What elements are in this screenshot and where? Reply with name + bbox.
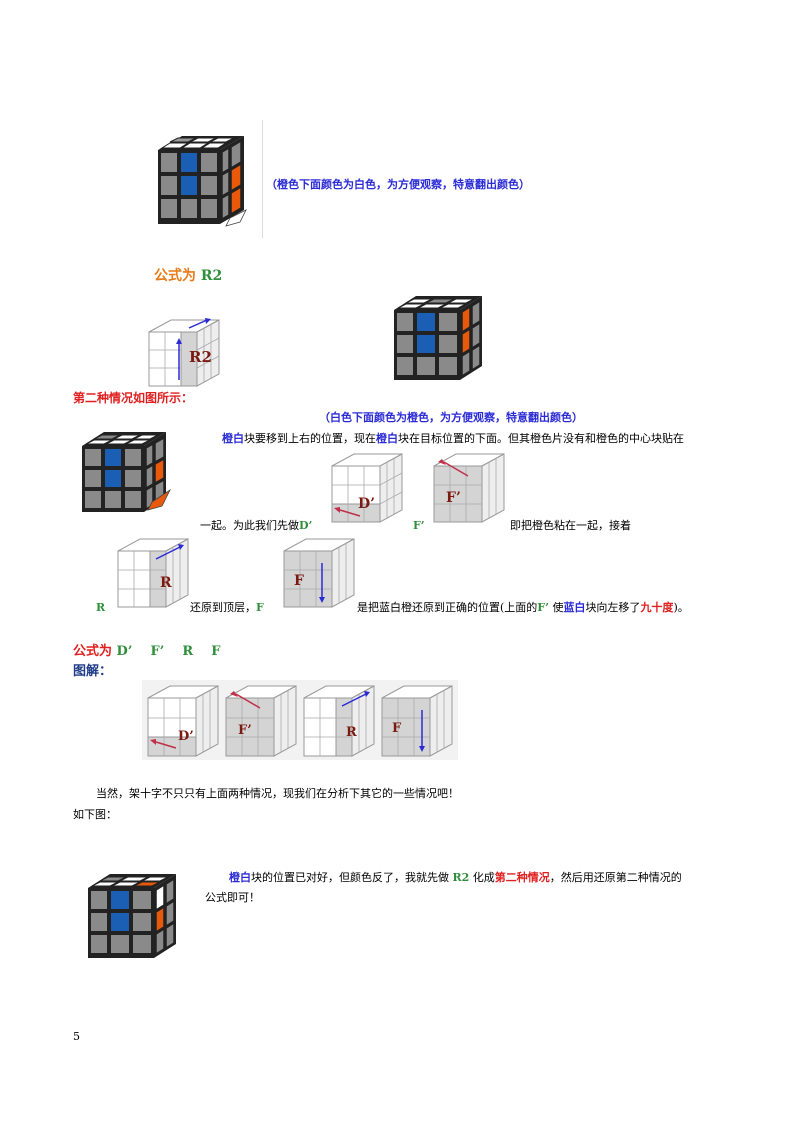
move-f-prime: F’ — [413, 519, 425, 532]
formula-1-move: R2 — [200, 268, 223, 284]
strip-d-prime: D’ — [147, 685, 219, 757]
r-label: R — [160, 575, 172, 591]
ninety-degrees: 九十度 — [640, 601, 674, 614]
paragraph-2-part-1: 一起。为此我们先做D’ — [200, 519, 312, 533]
formula-2-move-4: F — [211, 644, 221, 659]
cube-photo-4 — [84, 868, 180, 960]
f-label: F — [294, 573, 304, 589]
paragraph-3-text-1: 还原到顶层， — [190, 601, 256, 614]
paragraph-1-text-2: 块在目标位置的下面。但其橙色片没有和橙色的中心块贴在 — [398, 432, 684, 445]
move-d-prime: D’ — [299, 519, 313, 532]
move-f: F — [256, 601, 264, 614]
strip-f-label: F — [392, 721, 402, 736]
f-prime-label: F’ — [446, 490, 461, 506]
piece-orange-white-2: 橙白 — [376, 432, 398, 445]
divider-line — [262, 120, 263, 238]
paragraph-3-text-2: 是把蓝白橙还原到正确的位置(上面的 — [357, 601, 538, 614]
case-2-heading: 第二种情况如图所示： — [73, 391, 194, 405]
move-f-prime-2: F’ — [537, 601, 549, 614]
strip-r-label: R — [346, 725, 357, 740]
d-prime-diagram: D’ — [330, 450, 406, 526]
paragraph-1-text-1: 块要移到上右的位置，现在 — [244, 432, 376, 445]
paragraph-3-text-4: 块向左移了 — [585, 601, 641, 614]
paragraph-6-line-1: 橙白块的位置已对好，但颜色反了，我就先做 R2 化成第二种情况，然后用还原第二种… — [229, 871, 682, 885]
paragraph-3-text-5: )。 — [673, 601, 689, 614]
page-number: 5 — [73, 1030, 80, 1043]
paragraph-3-part-1: 还原到顶层，F — [190, 601, 264, 615]
piece-orange-white-1: 橙白 — [222, 432, 244, 445]
d-prime-label: D’ — [358, 496, 375, 512]
paragraph-3-part-2: 是把蓝白橙还原到正确的位置(上面的F’ 使蓝白块向左移了九十度)。 — [357, 601, 689, 615]
strip-f-prime: F’ — [225, 685, 297, 757]
f-prime-diagram: F’ — [432, 450, 508, 526]
strip-f: F — [381, 685, 453, 757]
note-orange-below-white: （橙色下面颜色为白色，为方便观察，特意翻出颜色） — [266, 178, 530, 191]
paragraph-2-text-1: 一起。为此我们先做 — [200, 519, 299, 532]
piece-orange-white-3: 橙白 — [229, 871, 251, 884]
note-white-below-orange: （白色下面颜色为橙色，为方便观察，特意翻出颜色） — [319, 411, 583, 424]
paragraph-6-text-2: 化成 — [472, 871, 495, 884]
formula-2: 公式为 D’ F’ R F — [73, 640, 221, 659]
cube-photo-3 — [78, 428, 178, 514]
piece-blue-white: 蓝白 — [563, 601, 586, 614]
cube-photo-2 — [390, 290, 486, 382]
formula-1-label: 公式为 — [154, 268, 196, 284]
r2-move-diagram: R2 — [145, 316, 223, 388]
formula-2-label: 公式为 — [73, 644, 113, 659]
diagram-strip: D’ F’ R — [142, 680, 458, 760]
paragraph-6-line-2: 公式即可！ — [205, 891, 260, 904]
paragraph-3-text-3: 使 — [552, 601, 564, 614]
strip-r: R — [303, 685, 375, 757]
f-move-diagram: F — [282, 535, 358, 611]
formula-2-move-1: D’ — [116, 644, 133, 659]
move-r: R — [96, 601, 106, 614]
paragraph-6-text-1: 块的位置已对好，但颜色反了，我就先做 — [251, 871, 449, 884]
formula-1: 公式为 R2 — [154, 265, 222, 285]
paragraph-4: 当然，架十字不只只有上面两种情况，现我们在分析下其它的一些情况吧！ — [96, 787, 459, 800]
paragraph-2-text-2: 即把橙色粘在一起，接着 — [510, 519, 631, 532]
paragraph-6-text-3: ，然后用还原第二种情况的 — [549, 871, 682, 884]
paragraph-5: 如下图： — [73, 808, 117, 821]
paragraph-1: 橙白块要移到上右的位置，现在橙白块在目标位置的下面。但其橙色片没有和橙色的中心块… — [222, 432, 684, 446]
formula-2-move-3: R — [182, 644, 194, 659]
case-2-reference: 第二种情况 — [494, 871, 550, 884]
formula-2-move-2: F’ — [150, 644, 165, 659]
strip-d-label: D’ — [178, 729, 194, 744]
r2-label: R2 — [189, 348, 212, 366]
cube-photo-1 — [150, 128, 250, 228]
move-r2: R2 — [452, 871, 470, 884]
strip-f-prime-label: F’ — [238, 723, 252, 738]
r-move-diagram: R — [116, 535, 192, 611]
diagram-explanation-label: 图解： — [73, 664, 113, 679]
